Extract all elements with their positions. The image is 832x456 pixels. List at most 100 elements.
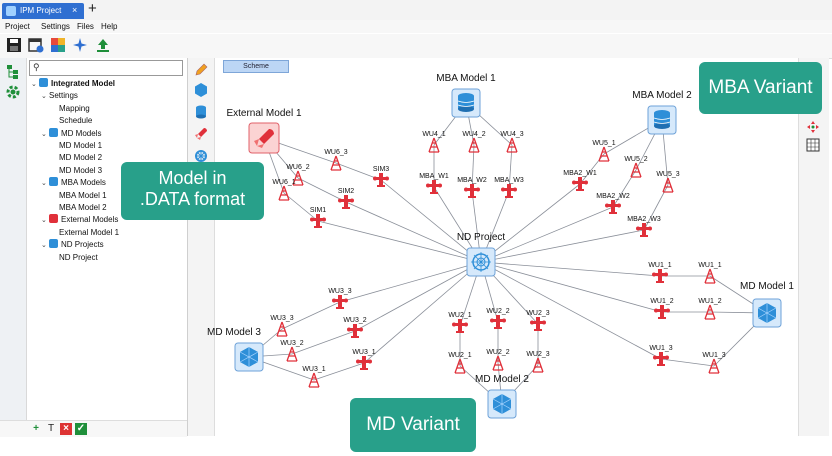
- well-rig-icon[interactable]: [506, 137, 518, 153]
- rocket-palette-icon[interactable]: [193, 126, 209, 142]
- menu-help[interactable]: Help: [101, 22, 118, 31]
- well-rig-icon[interactable]: [708, 358, 720, 374]
- close-icon[interactable]: ×: [72, 5, 78, 15]
- connection-line[interactable]: [297, 177, 347, 203]
- new-model-icon[interactable]: [28, 37, 44, 53]
- add-icon[interactable]: +: [33, 423, 39, 434]
- connection-line[interactable]: [471, 144, 475, 192]
- tree-item[interactable]: External Model 1: [51, 227, 119, 239]
- connection-line[interactable]: [354, 261, 482, 332]
- well-rig-icon[interactable]: [308, 372, 320, 388]
- delete-icon[interactable]: ×: [60, 423, 72, 435]
- connection-line[interactable]: [612, 169, 637, 208]
- md-model-node[interactable]: [487, 389, 517, 419]
- tree-item[interactable]: ⌄MD Models: [41, 127, 101, 140]
- mba-model-palette-icon[interactable]: [193, 104, 209, 120]
- well-rig-icon[interactable]: [704, 304, 716, 320]
- connection-line[interactable]: [480, 261, 661, 277]
- wellhead-icon[interactable]: [426, 180, 442, 194]
- wellhead-icon[interactable]: [332, 295, 348, 309]
- gear-icon[interactable]: [5, 84, 21, 100]
- menu-project[interactable]: Project: [5, 22, 30, 31]
- connection-line[interactable]: [335, 162, 382, 181]
- chevron-down-icon[interactable]: ⌄: [41, 93, 47, 101]
- wellhead-icon[interactable]: [464, 184, 480, 198]
- mba-model-node[interactable]: [647, 105, 677, 135]
- tree-item[interactable]: MD Model 2: [51, 152, 102, 164]
- well-rig-icon[interactable]: [662, 177, 674, 193]
- md-model-node[interactable]: [234, 342, 264, 372]
- well-rig-icon[interactable]: [532, 357, 544, 373]
- connection-line[interactable]: [317, 220, 482, 263]
- wellhead-icon[interactable]: [356, 356, 372, 370]
- tree-item[interactable]: MBA Model 1: [51, 190, 107, 202]
- well-rig-icon[interactable]: [286, 346, 298, 362]
- tree-item[interactable]: MBA Model 2: [51, 202, 107, 214]
- move-icon[interactable]: [806, 120, 820, 134]
- connection-line[interactable]: [480, 206, 614, 263]
- tree-item[interactable]: MD Model 1: [51, 140, 102, 152]
- pencil-icon[interactable]: [193, 62, 209, 78]
- tree-item[interactable]: ⌄Settings: [41, 90, 78, 102]
- connection-line[interactable]: [313, 362, 365, 381]
- well-rig-icon[interactable]: [330, 155, 342, 171]
- well-rig-icon[interactable]: [492, 355, 504, 371]
- chevron-down-icon[interactable]: ⌄: [31, 81, 37, 88]
- wellhead-icon[interactable]: [452, 319, 468, 333]
- connection-line[interactable]: [339, 261, 482, 303]
- chevron-down-icon[interactable]: ⌄: [41, 180, 47, 188]
- save-icon[interactable]: [6, 37, 22, 53]
- external-model-node[interactable]: [248, 122, 280, 154]
- menu-settings[interactable]: Settings: [41, 22, 70, 31]
- grid-icon[interactable]: [806, 138, 820, 152]
- tab-scheme[interactable]: Scheme: [223, 60, 289, 73]
- sparkle-icon[interactable]: [72, 37, 88, 53]
- well-rig-icon[interactable]: [292, 170, 304, 186]
- tree-item[interactable]: MD Model 3: [51, 165, 102, 177]
- mba-model-node[interactable]: [451, 88, 481, 118]
- tree-item[interactable]: ⌄External Models: [41, 214, 118, 226]
- wellhead-icon[interactable]: [338, 195, 354, 209]
- connection-line[interactable]: [480, 261, 662, 360]
- connection-line[interactable]: [363, 261, 482, 364]
- chevron-down-icon[interactable]: ⌄: [41, 217, 47, 225]
- menu-files[interactable]: Files: [77, 22, 94, 31]
- connection-line[interactable]: [480, 261, 663, 313]
- well-rig-icon[interactable]: [598, 146, 610, 162]
- well-rig-icon[interactable]: [428, 137, 440, 153]
- chevron-down-icon[interactable]: ⌄: [41, 242, 47, 250]
- well-rig-icon[interactable]: [468, 137, 480, 153]
- wellhead-icon[interactable]: [373, 173, 389, 187]
- rename-icon[interactable]: T: [47, 423, 55, 434]
- connection-line[interactable]: [508, 144, 513, 192]
- connection-line[interactable]: [345, 201, 482, 263]
- connection-line[interactable]: [660, 358, 715, 367]
- md-model-palette-icon[interactable]: [193, 82, 209, 98]
- wellhead-icon[interactable]: [530, 317, 546, 331]
- connection-line[interactable]: [380, 179, 482, 263]
- wellhead-icon[interactable]: [501, 184, 517, 198]
- wellhead-icon[interactable]: [636, 223, 652, 237]
- connection-line[interactable]: [480, 183, 581, 263]
- connection-line[interactable]: [291, 330, 356, 355]
- tree-item[interactable]: Mapping: [51, 103, 90, 115]
- connection-line[interactable]: [281, 301, 341, 330]
- well-rig-icon[interactable]: [704, 268, 716, 284]
- wellhead-icon[interactable]: [347, 324, 363, 338]
- nd-palette-icon[interactable]: [193, 148, 209, 164]
- tree-item[interactable]: ND Project: [51, 252, 98, 264]
- nd-model-node[interactable]: [466, 247, 496, 277]
- tree-item[interactable]: Schedule: [51, 115, 92, 127]
- new-tab-button[interactable]: +: [88, 0, 97, 17]
- wellhead-icon[interactable]: [654, 305, 670, 319]
- wellhead-icon[interactable]: [605, 200, 621, 214]
- wellhead-icon[interactable]: [652, 269, 668, 283]
- well-rig-icon[interactable]: [276, 321, 288, 337]
- well-rig-icon[interactable]: [454, 358, 466, 374]
- wellhead-icon[interactable]: [572, 177, 588, 191]
- upload-icon[interactable]: [95, 37, 111, 53]
- chevron-down-icon[interactable]: ⌄: [41, 130, 47, 138]
- wellhead-icon[interactable]: [653, 352, 669, 366]
- md-model-node[interactable]: [752, 298, 782, 328]
- tree-item[interactable]: ⌄ND Projects: [41, 239, 104, 251]
